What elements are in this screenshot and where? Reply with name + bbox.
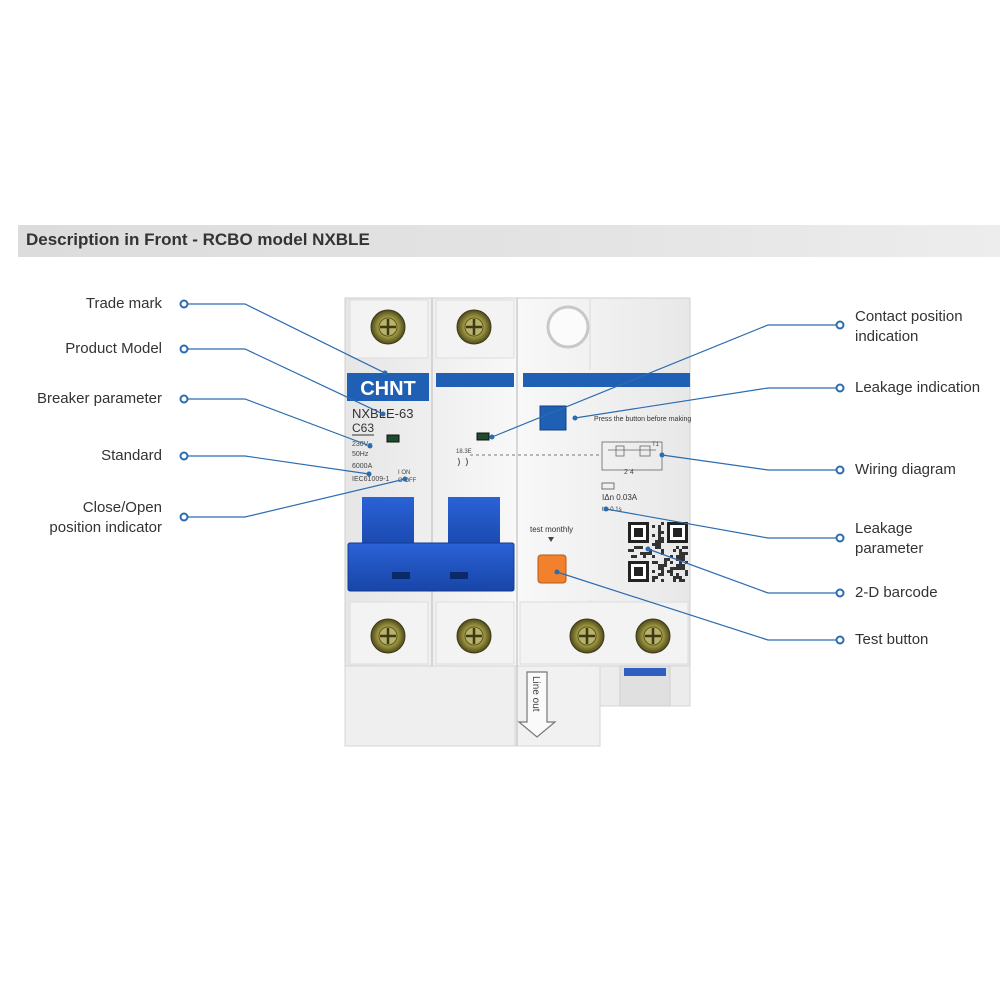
label-leakage-parameter: Leakage parameter — [855, 520, 924, 557]
dot-contact-position — [835, 320, 845, 330]
leader-trade-mark — [184, 303, 386, 374]
label-trade-mark: Trade mark — [85, 295, 162, 312]
frequency-text: 50Hz — [352, 451, 369, 458]
leader-wiring-diagram — [661, 454, 840, 471]
screw-icon — [456, 309, 492, 345]
qr-barcode — [628, 522, 688, 582]
dot-product-model — [179, 344, 189, 354]
pole-mark: 18.3E — [456, 449, 472, 455]
hole-icon — [546, 305, 590, 349]
label-wiring-diagram: Wiring diagram — [855, 461, 956, 478]
title-bar: Description in Front - RCBO model NXBLE — [18, 225, 1000, 257]
dot-trade-mark — [179, 299, 189, 309]
dot-standard — [179, 451, 189, 461]
dot-test-button — [835, 635, 845, 645]
dot-close-open — [179, 512, 189, 522]
leader-leakage-parameter — [605, 508, 840, 539]
leader-product-model — [184, 348, 384, 415]
leader-breaker-parameter — [184, 398, 371, 447]
standard-text: IEC61009-1 — [352, 476, 389, 483]
leak-param-text: IΔn 0.03A — [602, 493, 638, 502]
dot-wiring-diagram — [835, 465, 845, 475]
screw-icon — [635, 618, 671, 654]
leader-contact-position — [491, 324, 840, 438]
toggle-handles — [347, 497, 515, 592]
screw-icon — [370, 309, 406, 345]
label-contact-position: Contact position indication — [855, 308, 963, 345]
breaking-text: 6000A — [352, 463, 373, 470]
dot-leakage-indication — [835, 383, 845, 393]
label-barcode: 2-D barcode — [855, 584, 938, 601]
brand-text: CHNT — [360, 378, 416, 400]
arrow-down-icon — [548, 537, 554, 542]
off-label: O OFF — [398, 478, 417, 484]
dot-barcode — [835, 588, 845, 598]
leader-test-button — [556, 571, 840, 641]
line-out-arrow: Line out — [517, 671, 557, 738]
label-leakage-indication: Leakage indication — [855, 379, 981, 396]
page-title: Description in Front - RCBO model NXBLE — [26, 230, 370, 249]
contact-position-window — [476, 432, 490, 441]
label-test-button: Test button — [855, 631, 929, 648]
leader-standard — [184, 455, 370, 475]
screw-icon — [370, 618, 406, 654]
screw-icon — [456, 618, 492, 654]
blue-band-right — [523, 373, 690, 387]
screw-icon — [569, 618, 605, 654]
rating-text: C63 — [352, 421, 374, 435]
dot-breaker-parameter — [179, 394, 189, 404]
on-label: I ON — [398, 470, 410, 476]
callout-dots — [179, 299, 845, 645]
callout-lines — [184, 303, 840, 641]
leakage-indicator — [539, 405, 567, 431]
terminal-screws — [370, 305, 671, 654]
label-standard: Standard — [101, 447, 162, 464]
toggle-bar[interactable] — [347, 542, 515, 592]
test-label: test monthly — [530, 525, 573, 534]
leader-leakage-indication — [574, 387, 840, 419]
line-out-text: Line out — [530, 676, 541, 712]
label-breaker-parameter: Breaker parameter — [36, 390, 162, 407]
contact-symbol-icon — [457, 457, 468, 467]
label-close-open: Close/Open position indicator — [49, 499, 162, 536]
leader-barcode — [647, 548, 840, 594]
rcd-symbol-icon — [601, 482, 615, 490]
test-button[interactable] — [537, 554, 567, 584]
voltage-text: 230V~ — [352, 441, 372, 448]
test-hint-text: Press the button before making — [594, 416, 691, 423]
wiring-terminals: 2 4 — [624, 469, 634, 476]
leader-close-open — [184, 478, 406, 518]
blue-band-mid — [436, 373, 514, 387]
label-product-model: Product Model — [65, 340, 162, 357]
wiring-t: T1 — [652, 442, 660, 448]
indicator-window-left — [386, 434, 400, 443]
dot-leakage-parameter — [835, 533, 845, 543]
brand-logo: CHNT — [347, 375, 429, 401]
